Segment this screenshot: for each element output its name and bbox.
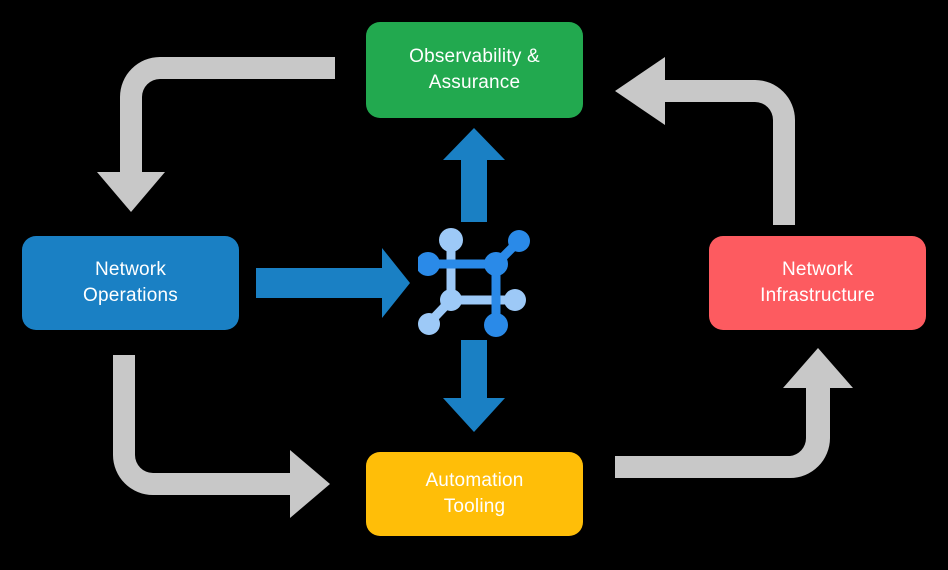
node-observability-assurance[interactable]: Observability & Assurance: [366, 22, 583, 118]
network-topology-icon: [418, 228, 530, 337]
node-automation-tooling[interactable]: Automation Tooling: [366, 452, 583, 536]
node-network-operations[interactable]: Network Operations: [22, 236, 239, 330]
arrow-infrastructure-to-observability: [615, 57, 795, 225]
node-label-automation: Automation Tooling: [425, 470, 524, 517]
arrow-center-to-automation: [443, 340, 505, 432]
arrow-operations-to-center: [256, 248, 410, 318]
arrow-center-to-observability: [443, 128, 505, 222]
node-label-operations: Network Operations: [83, 259, 178, 306]
node-label-infrastructure: Network Infrastructure: [760, 259, 875, 306]
node-network-infrastructure[interactable]: Network Infrastructure: [709, 236, 926, 330]
node-label-observability: Observability & Assurance: [409, 46, 540, 93]
arrow-observability-to-operations: [97, 57, 335, 212]
arrow-automation-to-infrastructure: [615, 348, 853, 478]
arrow-operations-to-automation: [113, 355, 330, 518]
